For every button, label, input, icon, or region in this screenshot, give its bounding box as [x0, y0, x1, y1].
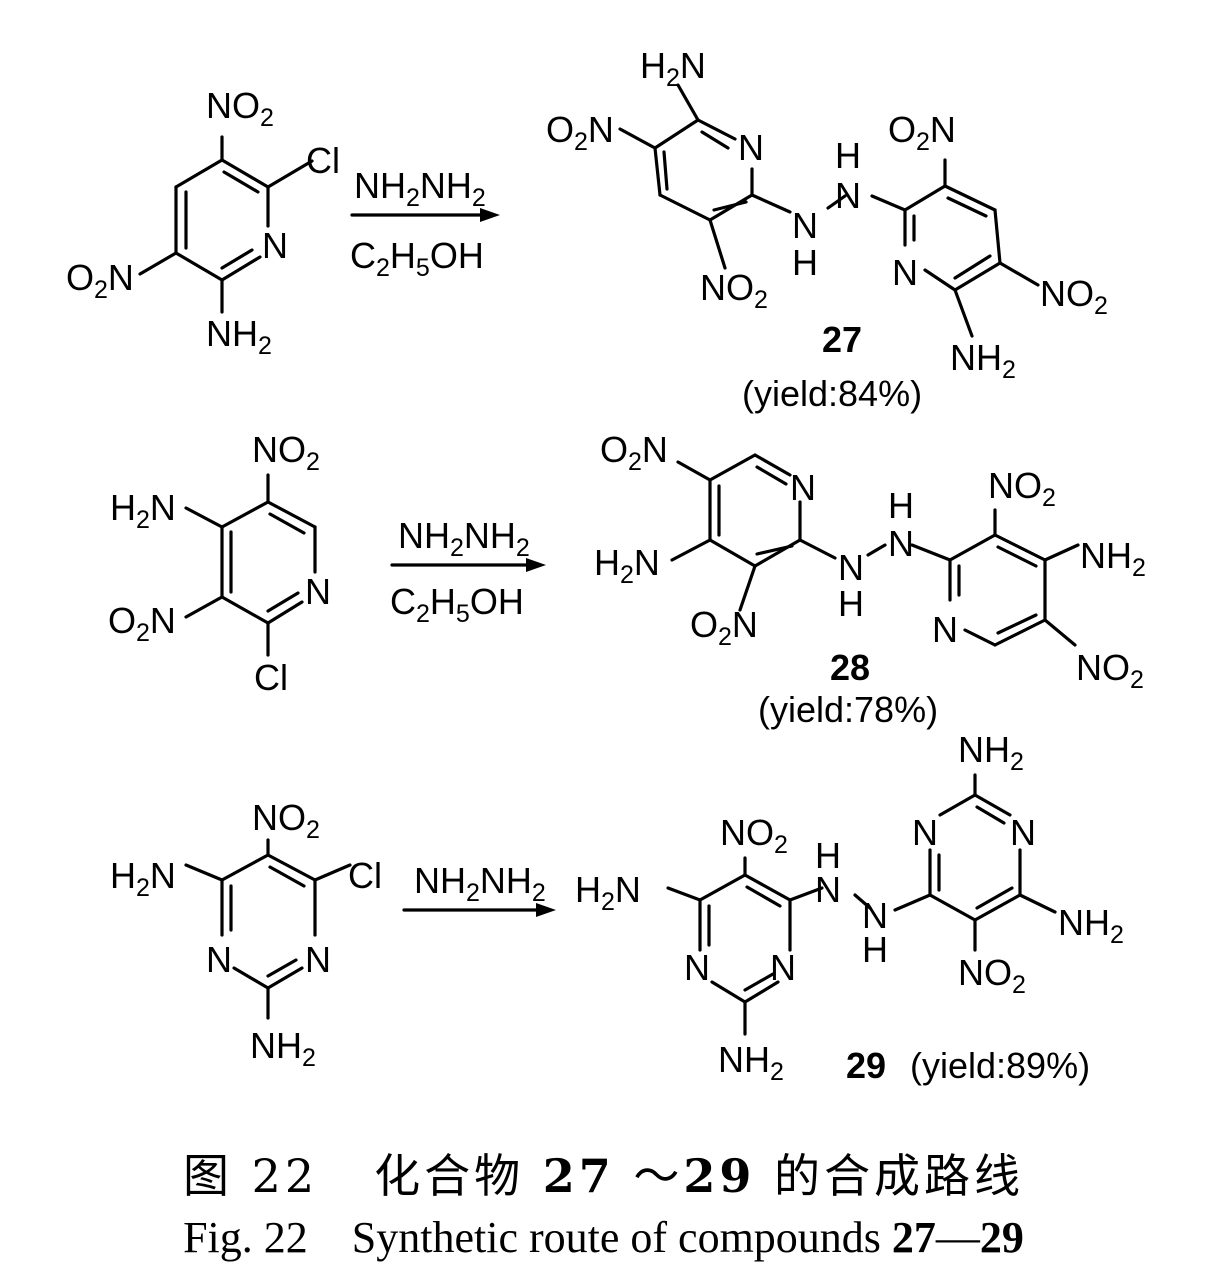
svg-text:N: N [932, 609, 958, 650]
caption-cn-prefix: 图 22 [183, 1149, 319, 1203]
svg-text:NO2: NO2 [988, 465, 1056, 512]
reactant-3: NO2 H2N Cl N N NH2 [110, 797, 382, 1072]
svg-text:NO2: NO2 [700, 267, 768, 314]
svg-text:H: H [888, 485, 914, 526]
svg-text:H: H [862, 929, 888, 970]
svg-text:N: N [770, 947, 796, 988]
svg-text:N: N [1010, 812, 1036, 853]
svg-text:NO2: NO2 [958, 952, 1026, 999]
svg-text:N: N [790, 467, 816, 508]
caption-cn-bold-b: 29 [683, 1149, 756, 1203]
caption-en-prefix: Fig. 22 [183, 1213, 308, 1262]
figure-caption-english: Fig. 22 Synthetic route of compounds 27—… [0, 1212, 1207, 1263]
caption-cn-bold-a: 27 [542, 1149, 615, 1203]
yield-label-27: (yield:84%) [742, 373, 922, 414]
svg-text:NO2: NO2 [252, 797, 320, 844]
product-28: O2N N H2N H N N H NO2 NH2 O2N N NO2 28 (… [594, 429, 1146, 730]
svg-text:NH2: NH2 [1058, 902, 1124, 949]
caption-en-sep: — [935, 1213, 980, 1262]
svg-text:NO2: NO2 [720, 812, 788, 859]
svg-text:H2N: H2N [575, 869, 641, 916]
svg-text:NO2: NO2 [206, 85, 274, 132]
svg-text:N: N [684, 947, 710, 988]
svg-text:O2N: O2N [66, 257, 134, 304]
svg-text:N: N [892, 252, 918, 293]
caption-en-text: Synthetic route of compounds [351, 1213, 881, 1262]
caption-cn-sep: ～ [633, 1149, 684, 1203]
svg-text:H: H [835, 135, 861, 176]
yield-label-28: (yield:78%) [758, 689, 938, 730]
reaction-arrow-2: NH2NH2 C2H5OH [390, 515, 546, 628]
caption-cn-text-b: 的合成路线 [773, 1149, 1024, 1203]
svg-text:N: N [912, 812, 938, 853]
caption-cn-text-a: 化合物 [374, 1149, 525, 1203]
svg-text:NH2: NH2 [206, 313, 272, 360]
svg-text:N: N [862, 895, 888, 936]
svg-text:N: N [815, 869, 841, 910]
svg-text:N: N [888, 523, 914, 564]
svg-text:N: N [792, 205, 818, 246]
caption-en-bold-a: 27 [891, 1213, 936, 1262]
svg-text:H2N: H2N [594, 542, 660, 589]
reagent-label-1: NH2NH2 [354, 165, 486, 212]
compound-number-29: 29 [846, 1045, 886, 1086]
svg-text:Cl: Cl [254, 657, 288, 698]
solvent-label-1: C2H5OH [350, 235, 484, 282]
svg-text:O2N: O2N [546, 109, 614, 156]
reactant-2: NO2 H2N N O2N Cl [108, 429, 331, 698]
svg-text:N: N [206, 939, 232, 980]
caption-en-bold-b: 29 [979, 1213, 1024, 1262]
compound-number-27: 27 [822, 319, 862, 360]
svg-text:O2N: O2N [888, 109, 956, 156]
reaction-arrow-1: NH2NH2 C2H5OH [350, 165, 500, 282]
svg-text:O2N: O2N [690, 604, 758, 651]
product-29: NH2 NO2 N N H N H2N N H NH2 N N NO2 NH2 … [575, 729, 1124, 1086]
svg-text:NH2: NH2 [718, 1039, 784, 1086]
svg-text:H2N: H2N [110, 487, 176, 534]
svg-text:H: H [792, 242, 818, 283]
svg-text:NO2: NO2 [1040, 273, 1108, 320]
svg-text:NH2: NH2 [1080, 535, 1146, 582]
svg-text:O2N: O2N [108, 600, 176, 647]
compound-number-28: 28 [830, 647, 870, 688]
svg-text:N: N [835, 175, 861, 216]
solvent-label-2: C2H5OH [390, 581, 524, 628]
svg-text:N: N [838, 547, 864, 588]
svg-text:Cl: Cl [348, 855, 382, 896]
reaction-arrow-3: NH2NH2 [402, 860, 556, 917]
svg-text:N: N [305, 939, 331, 980]
product-27: H2N O2N N H N N H O2N NO2 N NO2 NH2 27 (… [546, 45, 1108, 414]
reactant-1: NO2 Cl N O2N NH2 [66, 85, 340, 360]
svg-text:NH2: NH2 [250, 1025, 316, 1072]
svg-text:O2N: O2N [600, 429, 668, 476]
reagent-label-3: NH2NH2 [414, 860, 546, 907]
svg-text:NH2: NH2 [958, 729, 1024, 776]
svg-text:H2N: H2N [110, 855, 176, 902]
yield-label-29: (yield:89%) [910, 1045, 1090, 1086]
svg-text:H2N: H2N [640, 45, 706, 92]
svg-text:NO2: NO2 [1076, 647, 1144, 694]
svg-text:N: N [262, 225, 288, 266]
figure-caption-chinese: 图 22 化合物 27 ～29 的合成路线 [0, 1140, 1207, 1206]
svg-text:H: H [815, 835, 841, 876]
svg-text:NH2: NH2 [950, 337, 1016, 384]
svg-text:Cl: Cl [306, 140, 340, 181]
svg-text:N: N [305, 571, 331, 612]
svg-text:N: N [738, 127, 764, 168]
reagent-label-2: NH2NH2 [398, 515, 530, 562]
svg-text:NO2: NO2 [252, 429, 320, 476]
svg-text:H: H [838, 583, 864, 624]
